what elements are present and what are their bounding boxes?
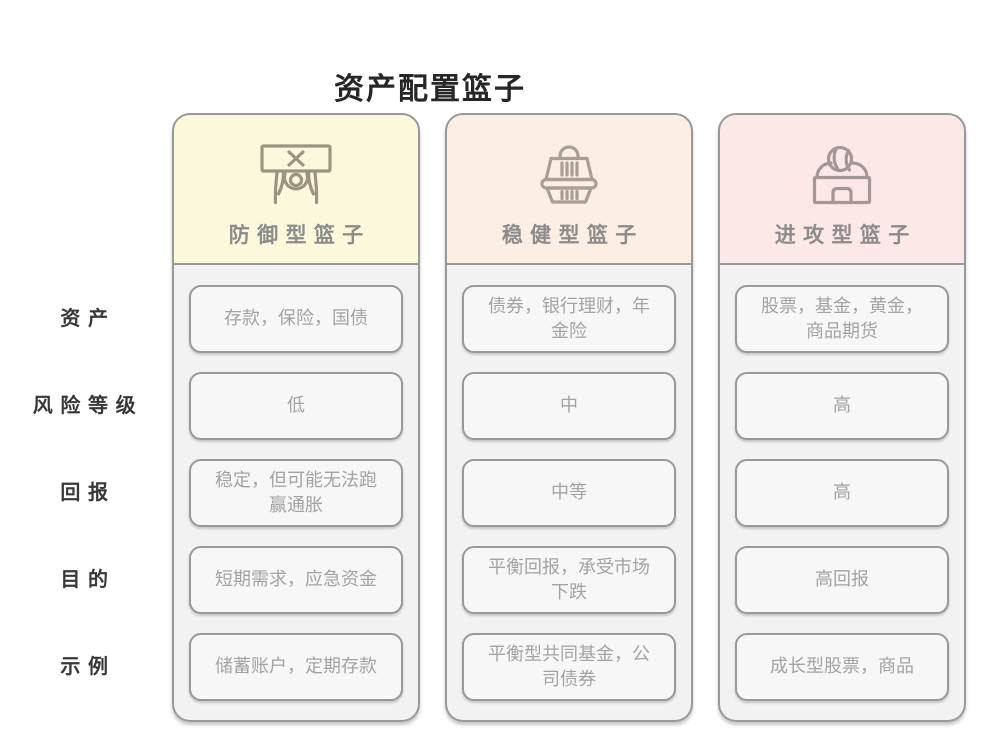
column-defensive-body: 存款，保险，国债 低 稳定，但可能无法跑赢通胀 短期需求，应急资金 储蓄账户，定… xyxy=(172,265,420,722)
column-balanced-body: 债券，银行理财，年金险 中 中等 平衡回报，承受市场下跌 平衡型共同基金，公司债… xyxy=(445,265,693,722)
row-label-return: 回报 xyxy=(60,482,116,504)
cell-example: 储蓄账户，定期存款 xyxy=(189,633,403,701)
row-label-example: 示例 xyxy=(60,656,116,678)
page-title: 资产配置篮子 xyxy=(334,73,526,107)
row-label-assets: 资产 xyxy=(60,308,116,330)
column-title: 进攻型篮子 xyxy=(774,224,917,247)
person-holding-sign-icon xyxy=(258,143,334,207)
ball-and-arena-icon xyxy=(807,143,877,207)
column-defensive: 防御型篮子 存款，保险，国债 低 稳定，但可能无法跑赢通胀 短期需求，应急资金 … xyxy=(172,113,420,722)
cell-assets: 债券，银行理财，年金险 xyxy=(462,285,676,353)
cell-purpose: 高回报 xyxy=(735,546,949,614)
cell-example: 成长型股票，商品 xyxy=(735,633,949,701)
cell-return: 高 xyxy=(735,459,949,527)
column-aggressive: 进攻型篮子 股票，基金，黄金，商品期货 高 高 高回报 成长型股票，商品 xyxy=(718,113,966,722)
column-balanced-header: 稳健型篮子 xyxy=(445,113,693,265)
cell-assets: 股票，基金，黄金，商品期货 xyxy=(735,285,949,353)
cell-purpose: 短期需求，应急资金 xyxy=(189,546,403,614)
column-balanced: 稳健型篮子 债券，银行理财，年金险 中 中等 平衡回报，承受市场下跌 平衡型共同… xyxy=(445,113,693,722)
row-label-risk-level: 风险等级 xyxy=(32,395,144,417)
basket-columns: 防御型篮子 存款，保险，国债 低 稳定，但可能无法跑赢通胀 短期需求，应急资金 … xyxy=(172,113,966,722)
column-aggressive-body: 股票，基金，黄金，商品期货 高 高 高回报 成长型股票，商品 xyxy=(718,265,966,722)
cell-assets: 存款，保险，国债 xyxy=(189,285,403,353)
cell-return: 中等 xyxy=(462,459,676,527)
column-title: 稳健型篮子 xyxy=(501,224,644,247)
cell-risk-level: 低 xyxy=(189,372,403,440)
column-aggressive-header: 进攻型篮子 xyxy=(718,113,966,265)
cell-risk-level: 高 xyxy=(735,372,949,440)
row-label-purpose: 目的 xyxy=(60,569,116,591)
cell-example: 平衡型共同基金，公司债券 xyxy=(462,633,676,701)
basket-icon xyxy=(534,143,604,207)
cell-purpose: 平衡回报，承受市场下跌 xyxy=(462,546,676,614)
column-title: 防御型篮子 xyxy=(228,224,371,247)
column-defensive-header: 防御型篮子 xyxy=(172,113,420,265)
cell-return: 稳定，但可能无法跑赢通胀 xyxy=(189,459,403,527)
cell-risk-level: 中 xyxy=(462,372,676,440)
